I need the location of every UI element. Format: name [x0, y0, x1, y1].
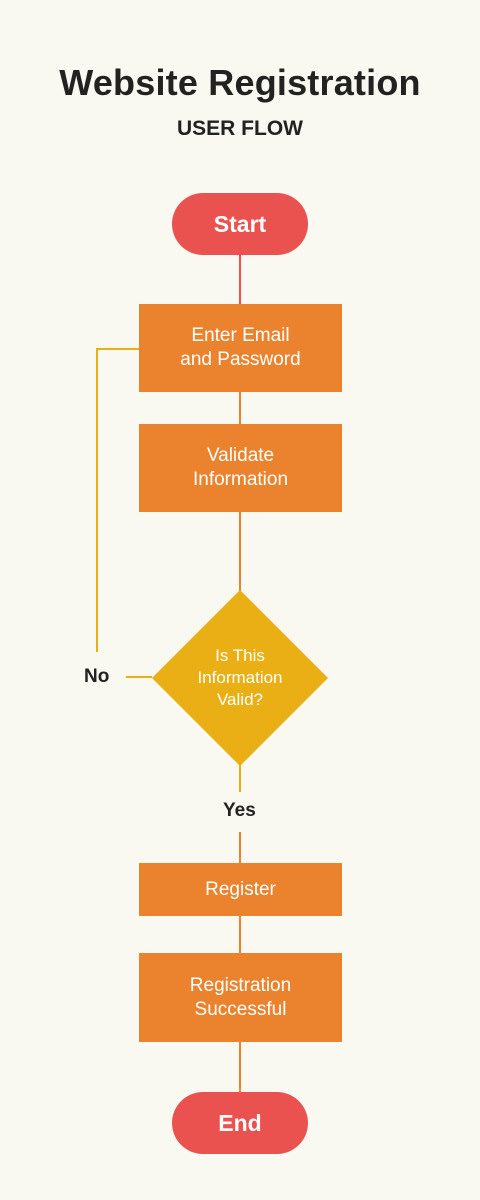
decision-diamond — [152, 590, 328, 766]
end-terminal: End — [172, 1092, 308, 1154]
enter-credentials-step: Enter Email and Password — [139, 304, 342, 392]
no-branch-label: No — [84, 666, 110, 687]
page-subtitle: USER FLOW — [177, 117, 303, 140]
connector-no-return — [96, 348, 140, 652]
register-step: Register — [139, 863, 342, 916]
page-title: Website Registration — [59, 62, 421, 103]
decision-question: Is This Information Valid? — [197, 646, 283, 709]
validate-information-step: Validate Information — [139, 424, 342, 512]
yes-branch-label: Yes — [223, 800, 256, 821]
start-terminal: Start — [172, 193, 308, 255]
registration-successful-step: Registration Successful — [139, 953, 342, 1042]
